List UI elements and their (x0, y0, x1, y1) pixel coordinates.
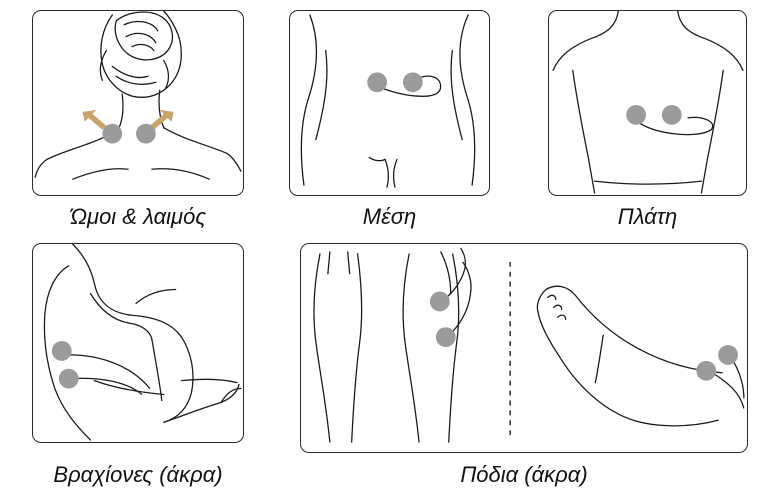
electrode-wire (69, 355, 150, 389)
panel-legs (300, 243, 748, 453)
legs-pads-layer (301, 244, 747, 452)
caption-waist: Μέση (289, 206, 490, 228)
electrode-pad (696, 361, 716, 381)
panel-arms (32, 243, 244, 443)
electrode-pad (662, 105, 682, 125)
panel-back (548, 10, 747, 196)
caption-arms: Βραχίονες (άκρα) (32, 464, 244, 486)
electrode-pad (436, 327, 456, 347)
electrode-pad (430, 292, 450, 312)
arms-pads-layer (33, 244, 243, 442)
arrow-up-left-icon (83, 110, 107, 130)
waist-pads-layer (290, 11, 489, 195)
electrode-pad (102, 124, 122, 144)
electrode-pad (136, 124, 156, 144)
caption-shoulders-neck: Ώμοι & λαιμός (32, 206, 244, 228)
electrode-pad (367, 72, 387, 92)
electrode-pad (626, 105, 646, 125)
electrode-pad (59, 369, 79, 389)
electrode-pad (403, 72, 423, 92)
caption-back: Πλάτη (548, 206, 747, 228)
electrode-wire (69, 378, 142, 394)
electrode-wire (712, 373, 744, 409)
electrode-pad (52, 341, 72, 361)
caption-legs: Πόδια (άκρα) (300, 464, 748, 486)
arrow-up-right-icon (150, 110, 174, 130)
electrode-wire (447, 262, 471, 337)
back-pads-layer (549, 11, 746, 195)
shoulders-pads-layer (33, 11, 243, 195)
panel-shoulders-neck (32, 10, 244, 196)
electrode-pad (718, 345, 738, 365)
panel-waist (289, 10, 490, 196)
